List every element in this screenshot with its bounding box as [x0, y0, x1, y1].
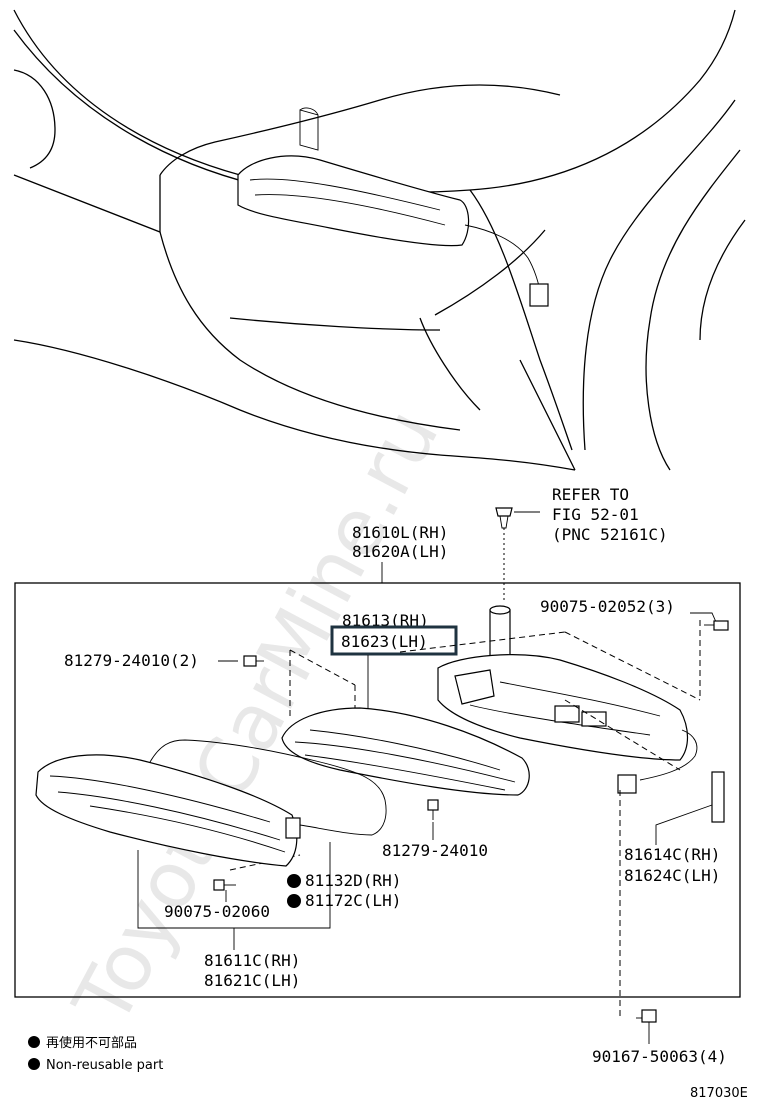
vehicle-body-illustration — [13, 9, 746, 471]
screw-icon — [243, 655, 264, 667]
part-label-81279-24010[interactable]: 81279-24010 — [382, 841, 488, 860]
part-label-81620a[interactable]: 81620A(LH) — [352, 542, 448, 561]
legend-en: Non-reusable part — [46, 1058, 163, 1073]
part-label-81623[interactable]: 81623(LH) — [341, 632, 428, 651]
part-label-90167-50063[interactable]: 90167-50063(4) — [592, 1047, 727, 1066]
screw-icon — [704, 620, 729, 631]
part-label-81613[interactable]: 81613(RH) — [342, 611, 429, 630]
legend-jp: 再使用不可部品 — [46, 1035, 137, 1051]
lamp-housing-left — [35, 739, 387, 867]
bolt-icon — [636, 1009, 657, 1023]
clip-icon — [495, 507, 540, 600]
part-label-81279-24010-2[interactable]: 81279-24010(2) — [64, 651, 199, 670]
legend-bullet — [28, 1036, 40, 1048]
lamp-housing-right — [437, 605, 698, 794]
part-label-90075-02060[interactable]: 90075-02060 — [164, 902, 270, 921]
gasket-strip — [711, 771, 725, 823]
non-reusable-mark — [287, 894, 301, 908]
figure-code: 817030E — [690, 1086, 748, 1101]
legend-bullet — [28, 1058, 40, 1070]
refer-line-3: (PNC 52161C) — [552, 525, 668, 544]
part-label-81621c[interactable]: 81621C(LH) — [204, 971, 300, 990]
non-reusable-mark — [287, 874, 301, 888]
screw-icon — [427, 799, 439, 820]
assembly-frame — [14, 582, 741, 998]
lamp-lens-unit — [281, 707, 530, 796]
refer-line-1: REFER TO — [552, 485, 629, 504]
screw-icon — [213, 879, 236, 891]
part-label-81611c[interactable]: 81611C(RH) — [204, 951, 300, 970]
refer-line-2: FIG 52-01 — [552, 505, 639, 524]
part-label-81132d[interactable]: 81132D(RH) — [305, 871, 401, 890]
part-label-81172c[interactable]: 81172C(LH) — [305, 891, 401, 910]
part-label-81624c[interactable]: 81624C(LH) — [624, 866, 720, 885]
part-label-81614c[interactable]: 81614C(RH) — [624, 845, 720, 864]
part-label-81610l[interactable]: 81610L(RH) — [352, 523, 448, 542]
part-label-90075-02052[interactable]: 90075-02052(3) — [540, 597, 675, 616]
highlight-box — [330, 625, 458, 656]
